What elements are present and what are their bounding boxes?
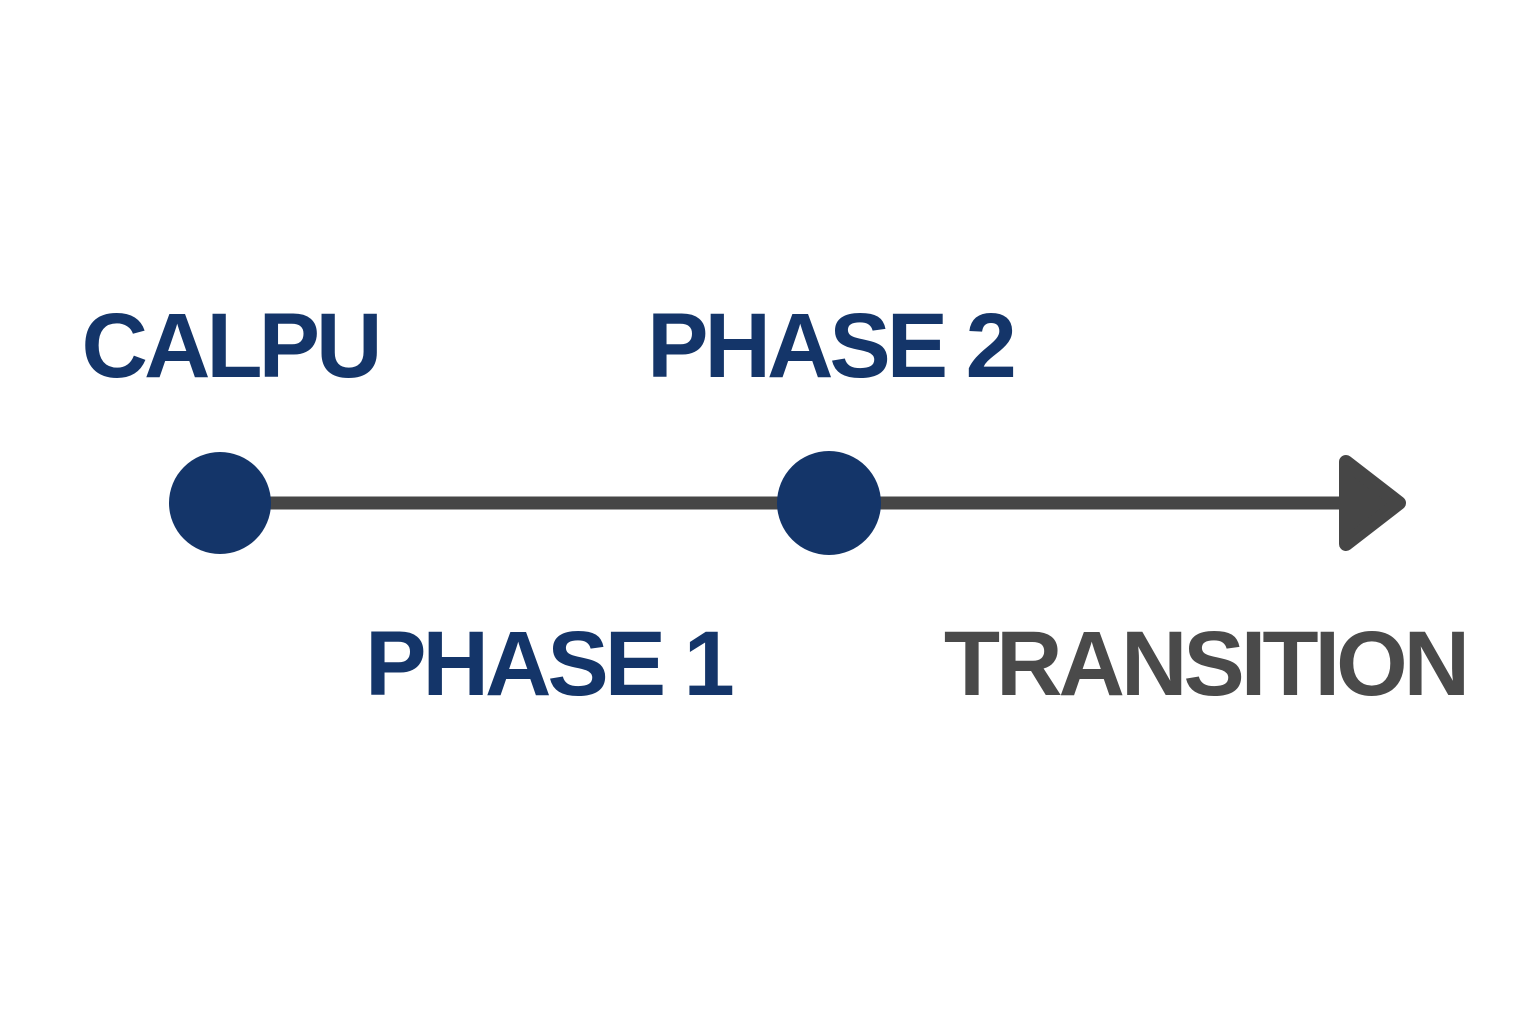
arrow-head-icon <box>1339 455 1406 551</box>
node-label-calpu: CALPU <box>82 295 379 397</box>
node-label-phase2: PHASE 2 <box>647 295 1014 397</box>
timeline-node-calpu <box>169 452 271 554</box>
segment-label-transition: TRANSITION <box>944 613 1466 715</box>
timeline-node-phase2 <box>777 451 881 555</box>
segment-label-phase1: PHASE 1 <box>365 613 733 715</box>
